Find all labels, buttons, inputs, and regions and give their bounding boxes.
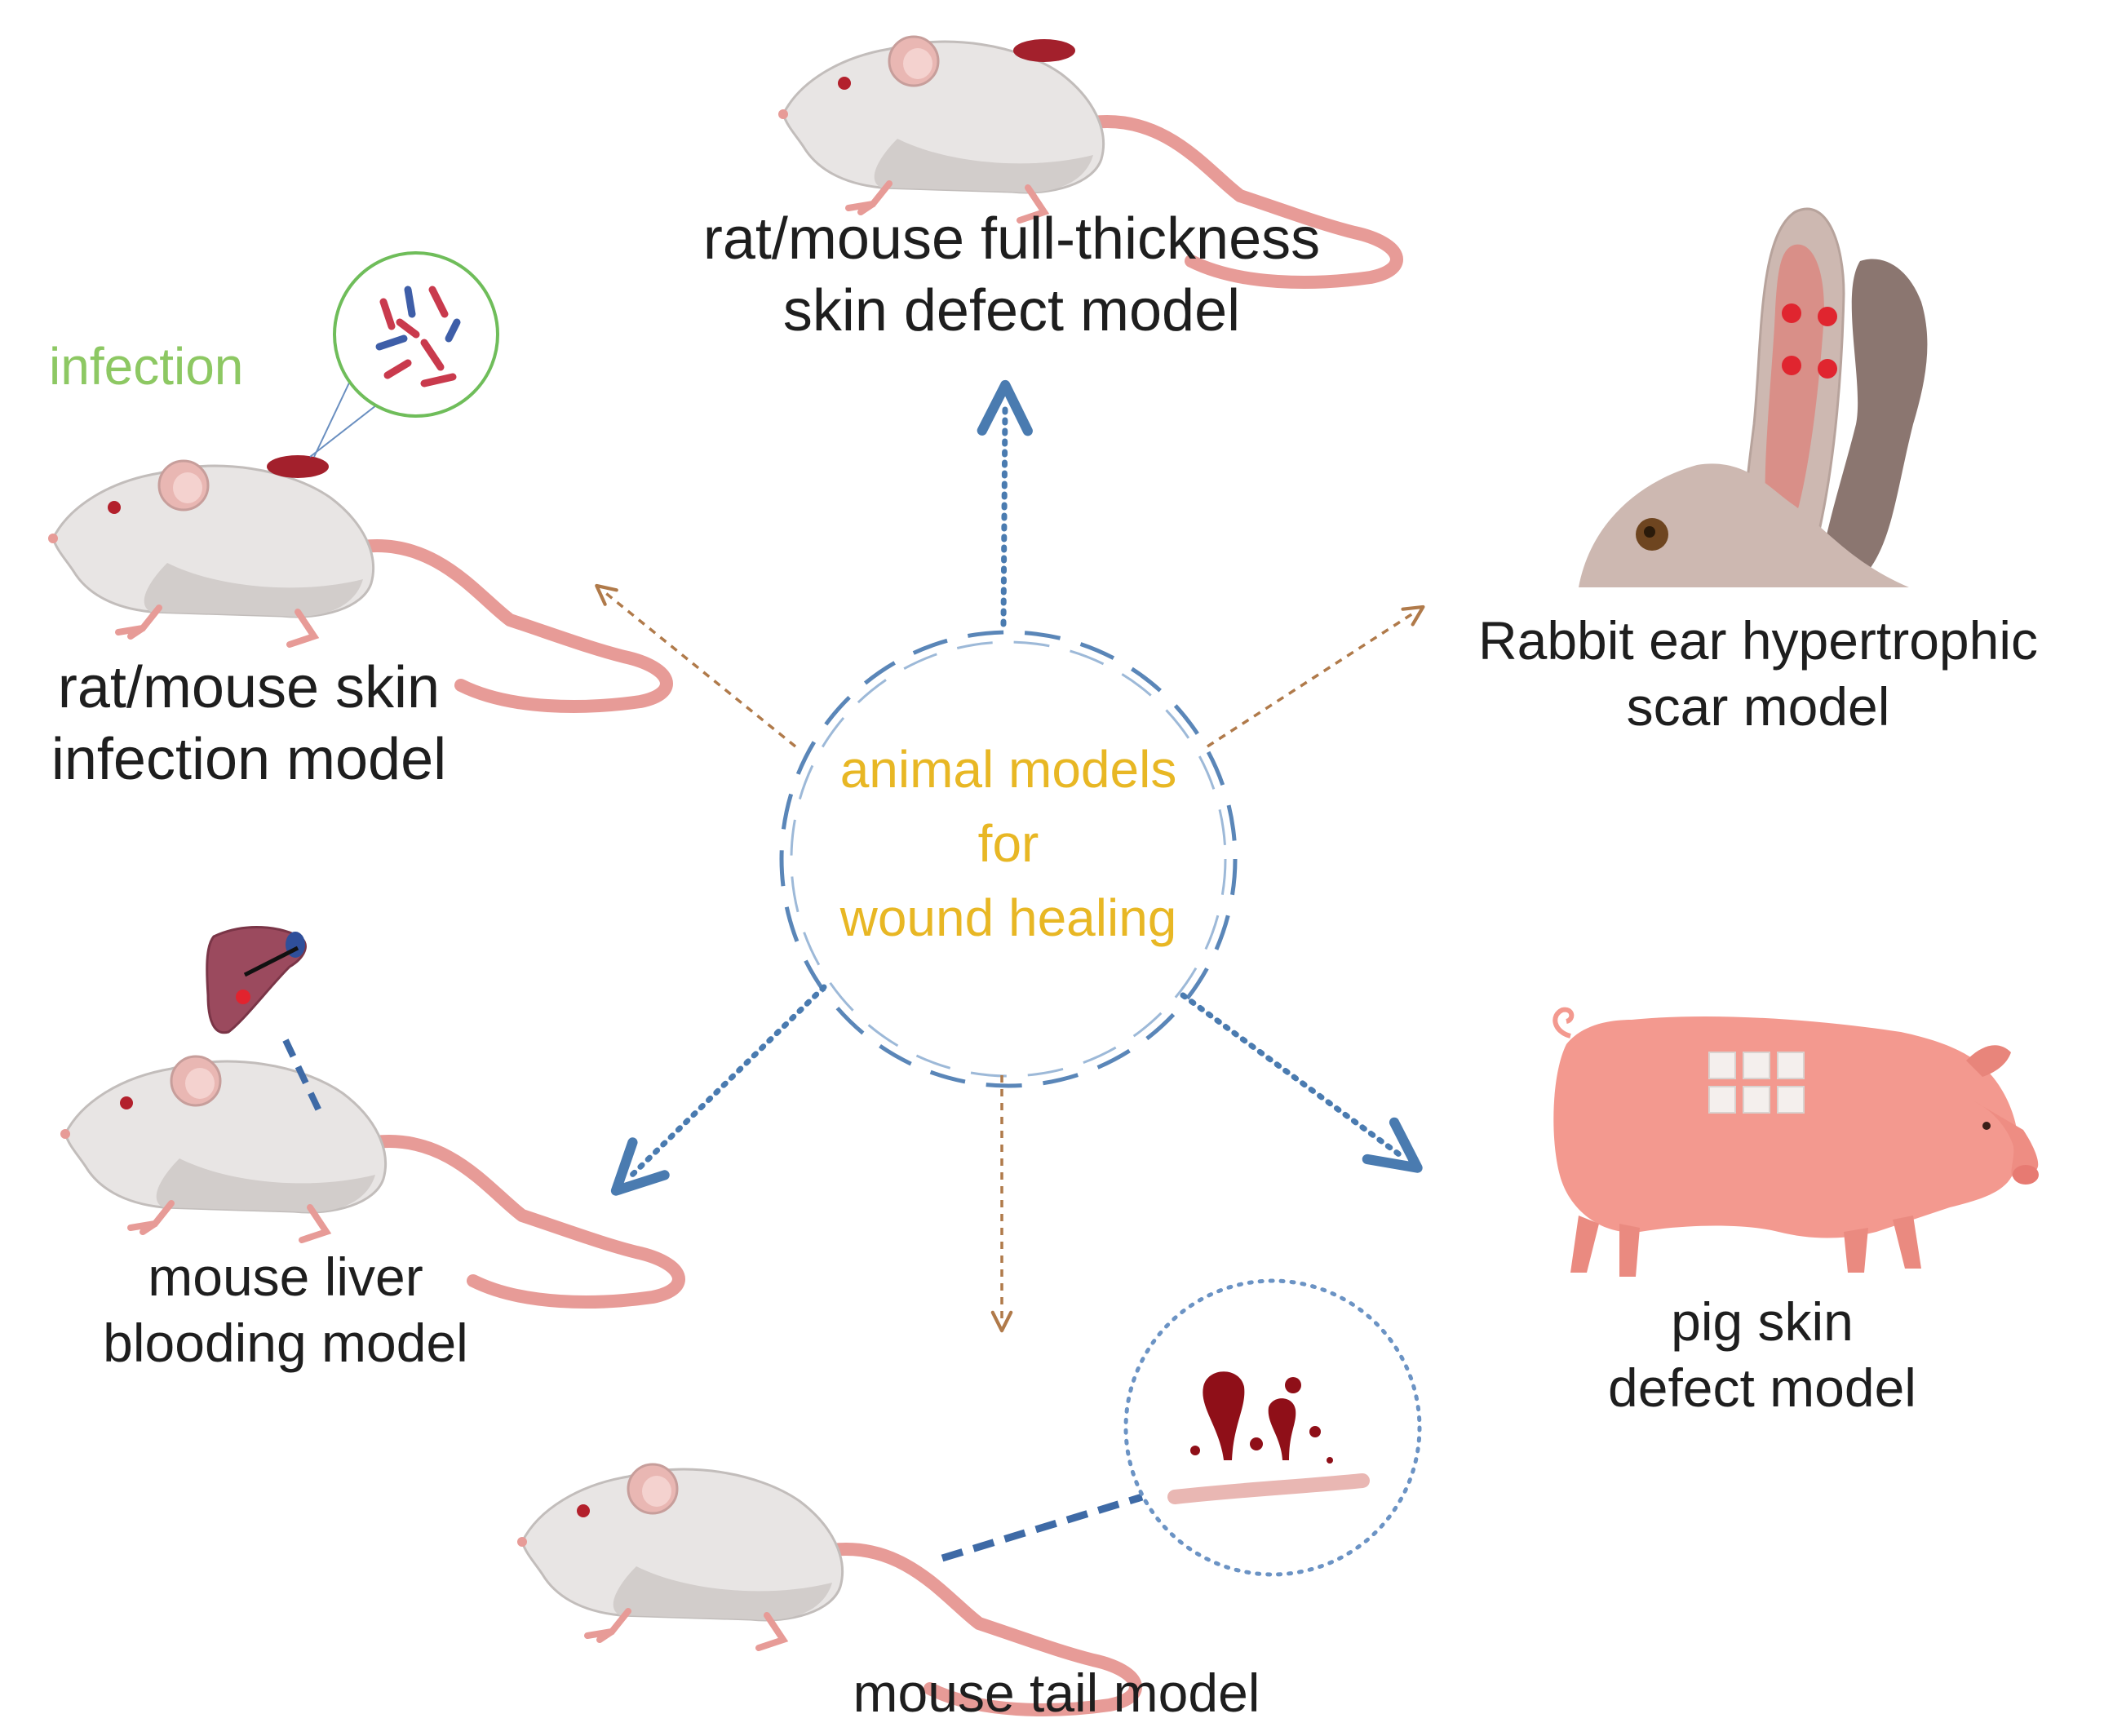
arrow-up (977, 379, 1033, 627)
arrow-lower-left (610, 984, 827, 1196)
label-full-thickness-line-2: skin defect model (782, 277, 1241, 343)
label-pig-skin-line-2: defect model (1608, 1357, 1916, 1418)
center-circle (779, 630, 1238, 1088)
label-full-thickness: rat/mouse full-thickness skin defect mod… (604, 204, 1420, 348)
center-title-line-1: animal models (839, 740, 1177, 799)
label-liver-bleeding: mouse liver blooding model (49, 1244, 522, 1375)
label-rabbit-ear-line-2: scar model (1626, 675, 1890, 737)
label-skin-infection-line-2: infection model (51, 726, 447, 792)
rat-icon (778, 37, 1397, 282)
label-mouse-tail: mouse tail model (734, 1660, 1379, 1726)
infection-label: infection (49, 337, 244, 396)
label-rabbit-ear: Rabbit ear hypertrophic scar model (1420, 608, 2097, 739)
center-title: animal models for wound healing (764, 733, 1253, 955)
arrow-upper-left (595, 583, 797, 748)
pig-icon (1553, 1007, 2039, 1277)
liver-icon (206, 925, 326, 1119)
label-liver-bleeding-line-2: blooding model (103, 1312, 468, 1373)
bacteria-icon (309, 251, 499, 458)
center-title-line-3: wound healing (839, 888, 1177, 947)
label-skin-infection: rat/mouse skin infection model (0, 653, 498, 796)
rabbit-icon (1579, 207, 1928, 587)
arrow-lower-right (1180, 992, 1423, 1173)
label-pig-skin-line-1: pig skin (1671, 1291, 1854, 1352)
label-full-thickness-line-1: rat/mouse full-thickness (702, 206, 1321, 272)
blood-drop-icon (941, 1278, 1422, 1577)
rat-icon (48, 455, 667, 706)
label-liver-bleeding-line-1: mouse liver (148, 1247, 423, 1307)
label-pig-skin: pig skin defect model (1501, 1289, 2023, 1420)
arrow-upper-right (1207, 604, 1425, 748)
label-skin-infection-line-1: rat/mouse skin (57, 655, 441, 720)
label-rabbit-ear-line-1: Rabbit ear hypertrophic (1477, 610, 2039, 671)
label-mouse-tail-line-1: mouse tail model (853, 1663, 1260, 1723)
center-title-line-2: for (977, 813, 1039, 873)
